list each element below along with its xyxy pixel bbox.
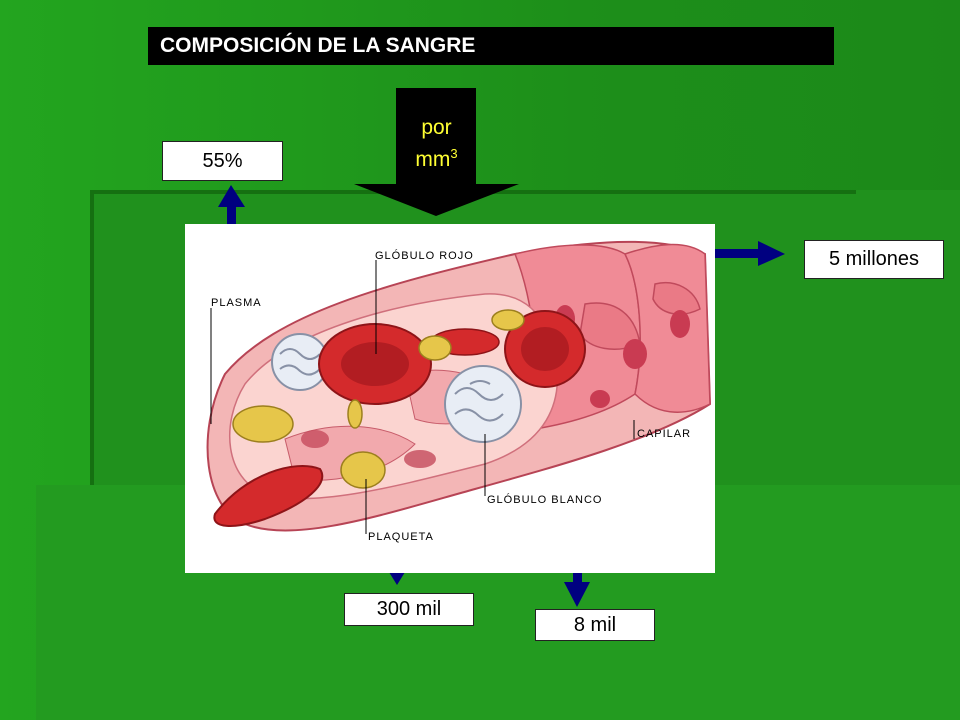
unit-line1: por	[421, 116, 452, 139]
label-red-cell: GLÓBULO ROJO	[375, 249, 474, 262]
red-cell-shapes	[213, 310, 586, 527]
panel-edge-left	[90, 190, 94, 485]
unit-line2: mm3	[354, 141, 519, 173]
platelet-value: 300 mil	[344, 593, 474, 626]
white-cell-shapes	[271, 333, 522, 443]
down-arrow-icon	[354, 88, 519, 216]
label-platelet: PLAQUETA	[368, 531, 434, 543]
label-capillary: CAPILAR	[637, 428, 691, 440]
slide-title: COMPOSICIÓN DE LA SANGRE	[148, 27, 834, 65]
capillary-drawing: GLÓBULO ROJO PLASMA CAPILAR GLÓBULO BLAN…	[206, 240, 712, 543]
capillary-illustration: GLÓBULO ROJO PLASMA CAPILAR GLÓBULO BLAN…	[185, 224, 715, 573]
unit-label: por mm3	[354, 115, 519, 173]
unit-sup: 3	[450, 146, 458, 161]
platelet-shapes	[232, 309, 525, 489]
label-white-cell: GLÓBULO BLANCO	[487, 493, 602, 506]
white-cell-value: 8 mil	[535, 609, 655, 641]
unit-mm: mm	[415, 148, 451, 171]
red-cell-value: 5 millones	[804, 240, 944, 279]
plasma-value: 55%	[162, 141, 283, 181]
label-plasma: PLASMA	[211, 297, 262, 309]
